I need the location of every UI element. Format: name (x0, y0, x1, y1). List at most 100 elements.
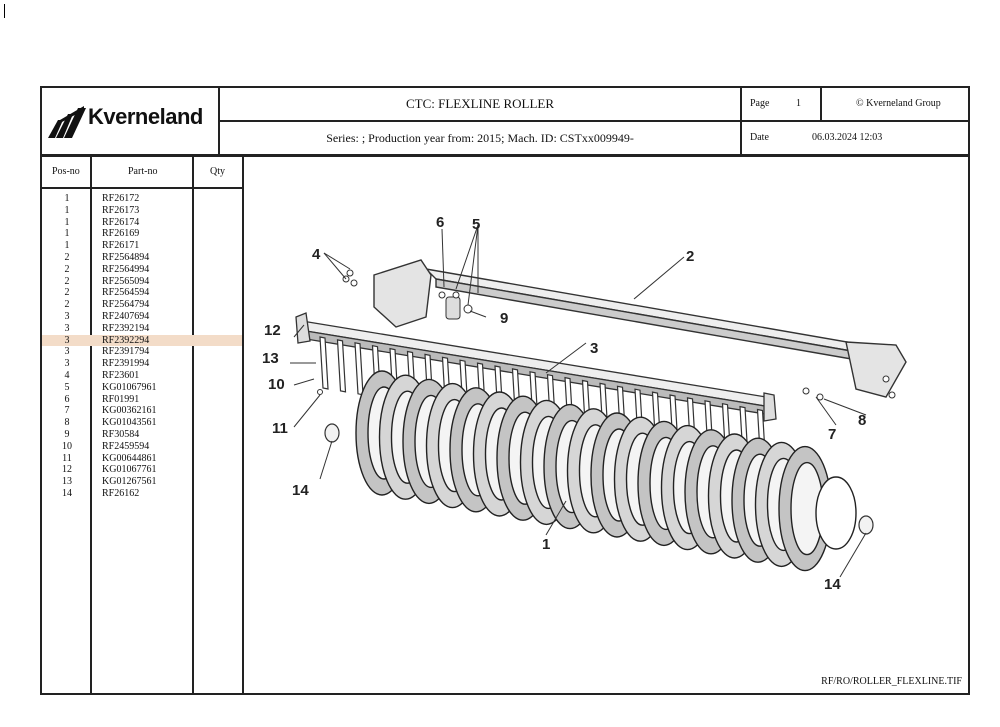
roller-end-hub (815, 476, 857, 550)
pos-number: 2 (64, 263, 70, 275)
part-number: RF30584 (102, 428, 140, 440)
pos-number: 12 (62, 464, 72, 476)
col-header-pos: Pos-no (52, 166, 80, 177)
pos-number: 11 (62, 452, 72, 464)
parts-row: 11 KG00644861 (42, 453, 242, 465)
drawing-file-reference: RF/RO/ROLLER_FLEXLINE.TIF (821, 676, 962, 687)
parts-row: 2 RF2564594 (42, 287, 242, 299)
parts-row: 3 RF2392294 (42, 334, 242, 347)
parts-sheet: Kverneland CTC: FLEXLINE ROLLER Series: … (40, 86, 970, 695)
scraper-tine (354, 342, 364, 396)
pos-number: 4 (64, 369, 70, 381)
part-number: KG01067761 (102, 464, 157, 476)
roller-discs (355, 370, 857, 572)
part-number: KG00362161 (102, 405, 157, 417)
callout-7: 7 (828, 426, 836, 443)
parts-row: 4 RF23601 (42, 370, 242, 382)
pos-number: 3 (64, 310, 70, 322)
sheet-header: Kverneland CTC: FLEXLINE ROLLER Series: … (40, 86, 970, 156)
parts-row: 1 RF26171 (42, 240, 242, 252)
callout-2: 2 (686, 248, 694, 265)
parts-table-header: Pos-no Part-no Qty (42, 157, 244, 189)
callout-labels: 1 2 3 4 5 6 7 8 9 10 11 12 13 14 14 (262, 214, 866, 593)
part-number: RF26173 (102, 204, 140, 216)
meta-row-page: Page 1 © Kverneland Group (742, 88, 970, 122)
scraper-tine (336, 339, 347, 393)
part-number: KG00644861 (102, 452, 157, 464)
parts-row: 5 KG01067961 (42, 382, 242, 394)
parts-row: 2 RF2564994 (42, 264, 242, 276)
column-divider (192, 157, 194, 693)
part-number: KG01067961 (102, 381, 157, 393)
callout-8: 8 (858, 412, 866, 429)
text-cursor (4, 4, 5, 18)
callout-10: 10 (268, 376, 285, 393)
frame-beam (373, 259, 907, 398)
callout-5: 5 (472, 216, 480, 233)
parts-row: 2 RF2564894 (42, 252, 242, 264)
parts-row: 2 RF2565094 (42, 276, 242, 288)
exploded-view-drawing: 1 2 3 4 5 6 7 8 9 10 11 12 13 14 14 (262, 214, 907, 593)
part-number: RF2565094 (102, 275, 150, 287)
callout-14-left: 14 (292, 482, 309, 499)
part-number: KG01267561 (102, 476, 157, 488)
pos-number: 2 (64, 287, 70, 299)
callout-4: 4 (312, 246, 321, 263)
part-number: RF26172 (102, 193, 140, 204)
callout-11: 11 (272, 420, 288, 437)
callout-3: 3 (590, 340, 598, 357)
callout-13: 13 (262, 350, 279, 367)
kverneland-logo-icon (48, 106, 86, 138)
pos-number: 2 (64, 251, 70, 263)
scraper-tine (319, 336, 329, 390)
pos-number: 1 (64, 240, 70, 252)
part-number: RF26171 (102, 240, 140, 252)
pos-number: 2 (64, 299, 70, 311)
pos-number: 1 (64, 228, 70, 240)
document-title: CTC: FLEXLINE ROLLER (220, 88, 740, 122)
meta-divider (820, 88, 822, 120)
part-number: RF2391794 (102, 346, 150, 358)
part-number: RF26174 (102, 216, 140, 228)
col-header-part: Part-no (128, 166, 158, 177)
parts-row: 3 RF2407694 (42, 311, 242, 323)
part-number: RF2564594 (102, 287, 150, 299)
date-value: 06.03.2024 12:03 (812, 132, 883, 143)
parts-row: 7 KG00362161 (42, 405, 242, 417)
pos-number: 7 (64, 405, 70, 417)
column-divider (242, 157, 244, 693)
part-number: RF2564894 (102, 251, 150, 263)
callout-12: 12 (264, 322, 281, 339)
callout-1: 1 (542, 536, 550, 553)
callout-6: 6 (436, 214, 444, 231)
part-number: RF2392194 (102, 322, 150, 334)
part-number: RF2407694 (102, 310, 150, 322)
page-label: Page (750, 98, 770, 109)
part-number: KG01043561 (102, 417, 157, 429)
copyright: © Kverneland Group (856, 98, 941, 109)
parts-row: 12 KG01067761 (42, 464, 242, 476)
page-number: 1 (796, 98, 801, 109)
pos-number: 6 (64, 393, 70, 405)
part-number: RF23601 (102, 369, 140, 381)
pos-number: 2 (64, 275, 70, 287)
part-number: RF2392294 (102, 334, 150, 346)
callout-14-right: 14 (824, 576, 841, 593)
pos-number: 5 (64, 381, 70, 393)
pos-number: 14 (62, 487, 72, 499)
part-number: RF2564994 (102, 263, 150, 275)
parts-row: 8 KG01043561 (42, 417, 242, 429)
pos-number: 3 (64, 322, 70, 334)
pos-number: 3 (64, 334, 70, 346)
pos-number: 8 (64, 417, 70, 429)
part-number: RF2391994 (102, 358, 150, 370)
